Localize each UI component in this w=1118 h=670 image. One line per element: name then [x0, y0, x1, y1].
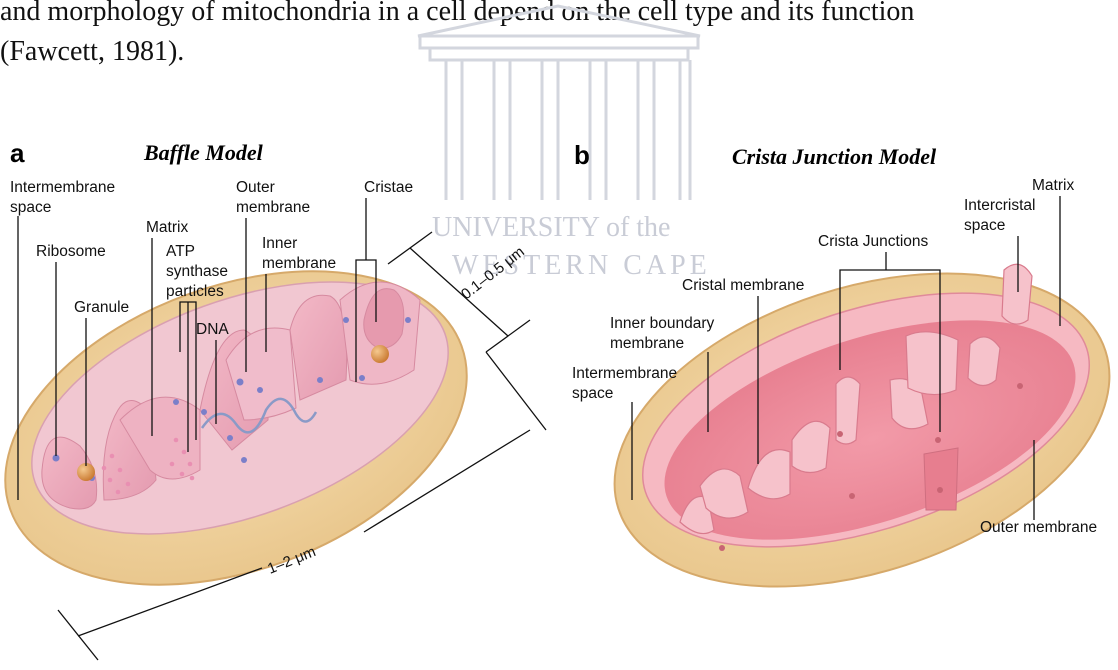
label-intercristal-space-1: Intercristal — [964, 197, 1036, 214]
label-intercristal-space-2: space — [964, 217, 1005, 234]
label-atp-3: particles — [166, 283, 224, 300]
label-cristae: Cristae — [364, 179, 413, 196]
panel-b-title: Crista Junction Model — [732, 144, 937, 169]
label-crista-junctions: Crista Junctions — [818, 233, 929, 250]
label-cristal-membrane: Cristal membrane — [682, 277, 804, 294]
label-intermembrane-space-a-1: Intermembrane — [10, 179, 115, 196]
mitochondrion-b — [575, 216, 1118, 644]
label-granule: Granule — [74, 299, 129, 316]
label-inner-boundary-membrane-2: membrane — [610, 335, 684, 352]
panel-a-title: Baffle Model — [143, 140, 264, 165]
label-outer-membrane-a-2: membrane — [236, 199, 310, 216]
label-matrix-b: Matrix — [1032, 177, 1074, 194]
label-intermembrane-space-b-2: space — [572, 385, 613, 402]
panel-b: b Crista Junction Model — [572, 140, 1118, 644]
label-atp-1: ATP — [166, 243, 195, 260]
label-outer-membrane-b: Outer membrane — [980, 519, 1097, 536]
label-intermembrane-space-b-1: Intermembrane — [572, 365, 677, 382]
label-inner-boundary-membrane-1: Inner boundary — [610, 315, 715, 332]
width-dimension-label: 0.1–0.5 μm — [458, 243, 528, 303]
mitochondrion-a — [0, 212, 510, 643]
label-inner-membrane-1: Inner — [262, 235, 297, 252]
label-matrix-a: Matrix — [146, 219, 188, 236]
granule-icon — [371, 345, 389, 363]
label-outer-membrane-a-1: Outer — [236, 179, 275, 196]
label-ribosome: Ribosome — [36, 243, 106, 260]
label-inner-membrane-2: membrane — [262, 255, 336, 272]
label-intermembrane-space-a-2: space — [10, 199, 51, 216]
label-atp-2: synthase — [166, 263, 228, 280]
panel-a-letter: a — [10, 138, 25, 168]
label-dna: DNA — [196, 321, 229, 338]
panel-a: a Baffle Model — [0, 138, 546, 660]
panel-b-letter: b — [574, 140, 590, 170]
